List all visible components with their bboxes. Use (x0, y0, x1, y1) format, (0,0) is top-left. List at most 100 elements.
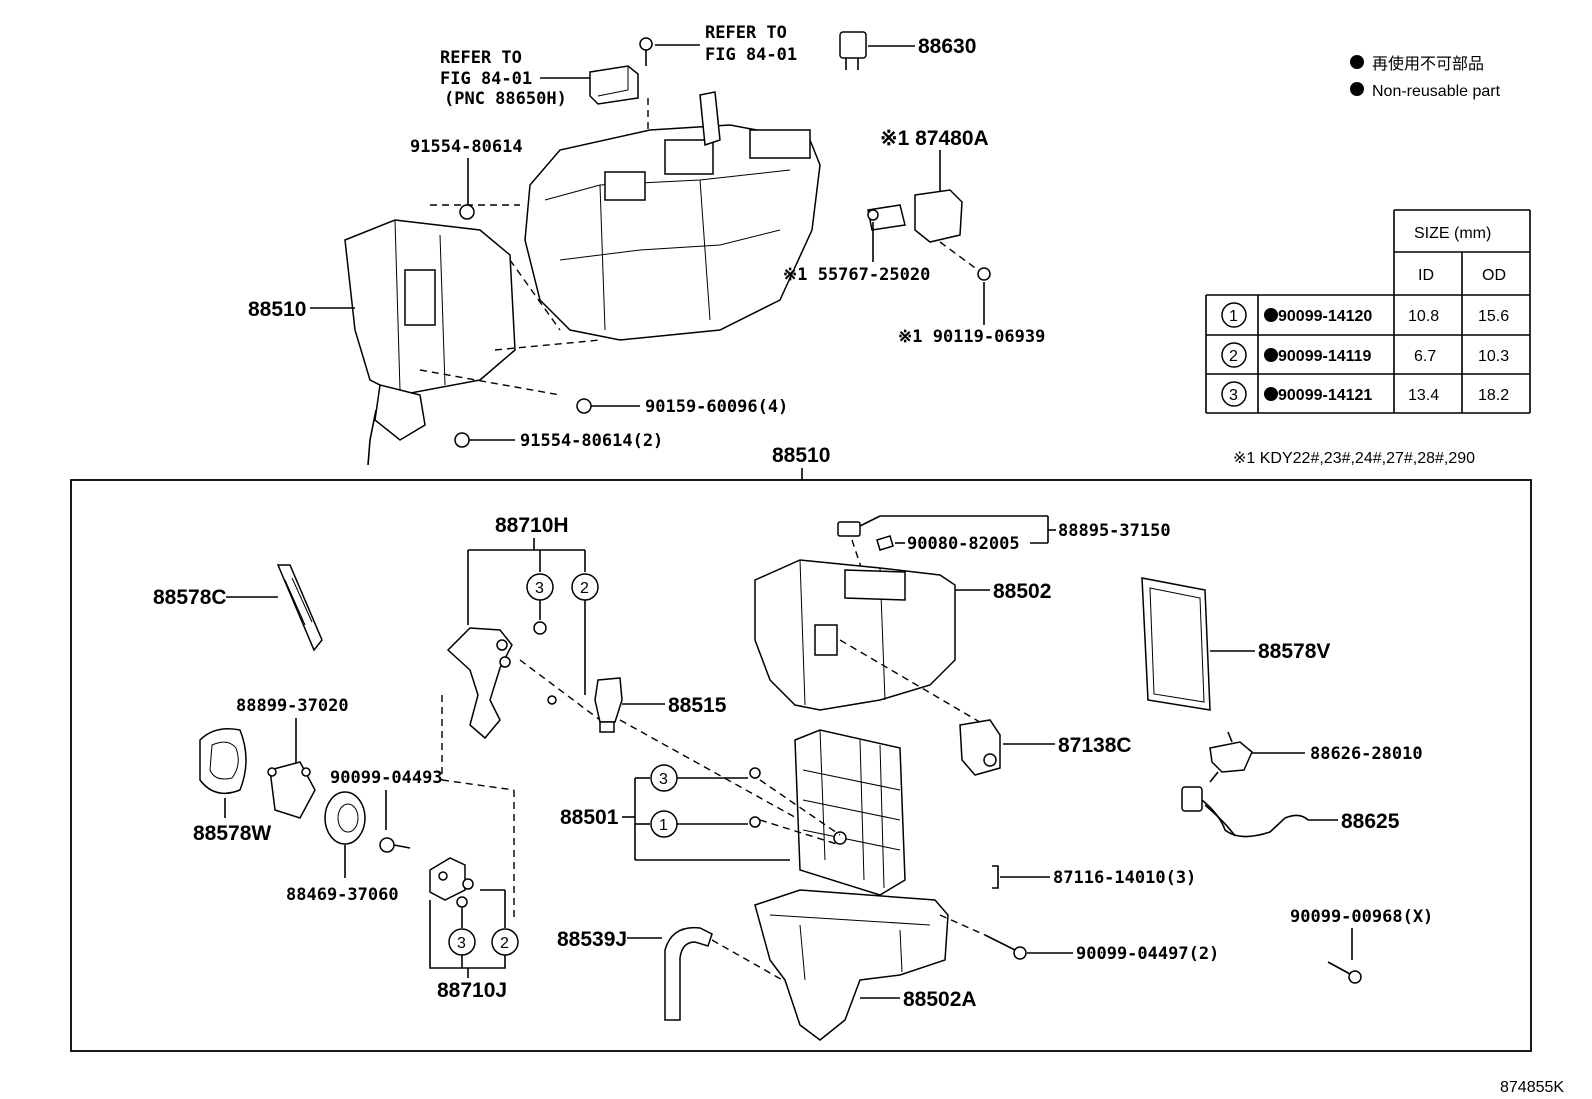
part-87138C: 87138C (1058, 734, 1132, 757)
size-row-1-od: 15.6 (1478, 308, 1509, 325)
part-91554-80614: 91554-80614 (410, 137, 523, 157)
blower-case-icon (344, 219, 516, 466)
size-row-1-id: 10.8 (1408, 308, 1439, 325)
screw-icon (984, 934, 1027, 960)
legend-dot-icon (1350, 55, 1364, 69)
servo-motor-icon (959, 719, 1001, 776)
upper-case-icon (754, 559, 956, 711)
refer-right-line1: REFER TO (705, 23, 787, 43)
air-filter-icon (1141, 577, 1211, 711)
size-row-3-part: 90099-14121 (1278, 387, 1372, 404)
row-number-badge (1221, 342, 1247, 368)
figure-id: 874855K (1500, 1079, 1564, 1096)
refer-left-line2: FIG 84-01 (440, 69, 532, 89)
part-90099-04493: 90099-04493 (330, 768, 443, 788)
size-table-col-id: ID (1418, 267, 1434, 284)
lower-case-icon (754, 889, 949, 1041)
thermistor-icon (1209, 731, 1253, 783)
part-88515: 88515 (668, 694, 727, 717)
bracket-icon (276, 564, 323, 652)
size-row-3-id: 13.4 (1408, 387, 1439, 404)
packing-icon (267, 761, 316, 819)
assembly-box (70, 479, 1532, 1052)
refer-left-line3: (PNC 88650H) (444, 89, 567, 109)
part-88502A: 88502A (903, 988, 977, 1011)
size-row-2-od: 10.3 (1478, 348, 1509, 365)
part-90080-82005: 90080-82005 (907, 534, 1020, 554)
part-88469-37060: 88469-37060 (286, 885, 399, 905)
part-88578V: 88578V (1258, 640, 1330, 663)
seal-ring-icon (199, 728, 247, 795)
size-row-2-part: 90099-14119 (1278, 348, 1372, 365)
part-88510-left: 88510 (248, 298, 306, 321)
part-88501: 88501 (560, 806, 619, 829)
part-88578W: 88578W (193, 822, 271, 845)
callout-2-bottom: 2 (500, 935, 509, 952)
part-88895-37150: 88895-37150 (1058, 521, 1171, 541)
control-module-icon (589, 65, 639, 105)
callout-3-evap: 3 (659, 771, 668, 788)
drain-hose-icon (664, 926, 713, 1021)
o-ring-icon (749, 816, 761, 828)
relay-icon (839, 31, 867, 70)
evaporator-icon (794, 729, 906, 896)
size-table-col-od: OD (1482, 267, 1506, 284)
bolt-icon (379, 837, 411, 853)
wire-harness-icon (1181, 786, 1309, 838)
expansion-valve-icon (594, 677, 623, 733)
part-88899-37020: 88899-37020 (236, 696, 349, 716)
legend-dot-icon (1350, 82, 1364, 96)
screw-icon (1327, 961, 1362, 984)
pipe-block-icon (429, 857, 466, 901)
heater-unit-icon (524, 91, 821, 341)
part-88539J: 88539J (557, 928, 627, 951)
callout-1-evap: 1 (659, 817, 668, 834)
part-87480A: ※1 87480A (880, 127, 989, 150)
o-ring-icon (749, 767, 761, 779)
part-88502: 88502 (993, 580, 1051, 603)
non-reusable-dot-icon (1264, 348, 1278, 362)
row-number-badge (1221, 302, 1247, 328)
clip-icon (992, 865, 999, 889)
callout-2-top: 2 (580, 580, 589, 597)
part-88626-28010: 88626-28010 (1310, 744, 1423, 764)
o-ring-icon (456, 896, 468, 908)
part-88710H: 88710H (495, 514, 569, 537)
o-ring-icon (462, 878, 474, 890)
size-row-1-part: 90099-14120 (1278, 308, 1372, 325)
part-90159-60096: 90159-60096(4) (645, 397, 788, 417)
callout-3-bottom: 3 (457, 935, 466, 952)
part-88578C: 88578C (153, 586, 227, 609)
non-reusable-dot-icon (1264, 308, 1278, 322)
expansion-valve-seal-icon (324, 791, 366, 845)
refer-left-line1: REFER TO (440, 48, 522, 68)
part-88510-box: 88510 (772, 444, 830, 467)
o-ring-icon (547, 695, 557, 705)
refer-right-line2: FIG 84-01 (705, 45, 797, 65)
legend-english: Non-reusable part (1372, 83, 1501, 100)
part-90099-00968: 90099-00968(X) (1290, 907, 1433, 927)
row-number-badge (1221, 381, 1247, 407)
size-row-1-num: 1 (1229, 308, 1238, 325)
pipe-icon (446, 627, 513, 740)
part-90119-06939: ※1 90119-06939 (898, 327, 1045, 347)
blower-motor-resistor-icon (867, 189, 963, 243)
part-91554-80614-2: 91554-80614(2) (520, 431, 663, 451)
size-row-3-num: 3 (1229, 387, 1238, 404)
size-row-2-num: 2 (1229, 348, 1238, 365)
o-ring-icon (533, 621, 547, 635)
footnote: ※1 KDY22#,23#,24#,27#,28#,290 (1233, 450, 1475, 467)
part-88710J: 88710J (437, 979, 507, 1002)
part-55767-25020: ※1 55767-25020 (783, 265, 930, 285)
size-table-header: SIZE (mm) (1414, 225, 1491, 242)
part-87116-14010: 87116-14010(3) (1053, 868, 1196, 888)
size-row-2-id: 6.7 (1414, 348, 1436, 365)
part-90099-04497: 90099-04497(2) (1076, 944, 1219, 964)
non-reusable-dot-icon (1264, 387, 1278, 401)
callout-3-top: 3 (535, 580, 544, 597)
part-88630: 88630 (918, 35, 976, 58)
part-88625: 88625 (1341, 810, 1400, 833)
size-table (1205, 209, 1531, 414)
screw-icon (639, 37, 653, 66)
